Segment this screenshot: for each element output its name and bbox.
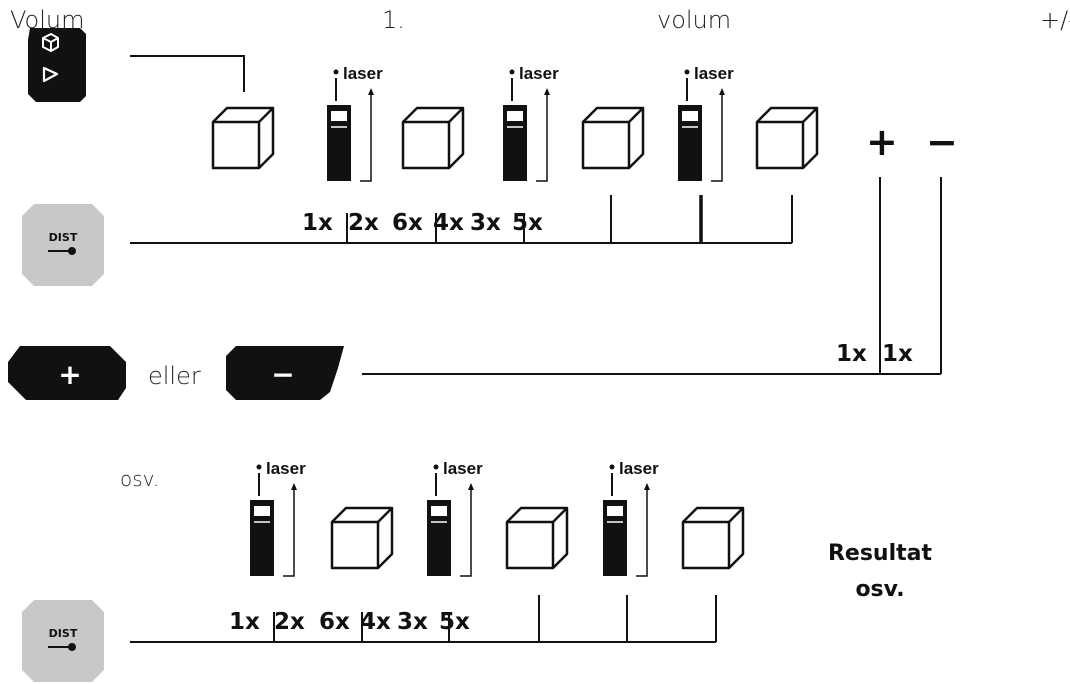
press-count: 4x	[360, 609, 391, 635]
minus-sign: −	[926, 120, 958, 164]
laser-device-icon	[426, 463, 475, 577]
cube-icon	[581, 106, 645, 170]
cube-icon	[505, 506, 569, 570]
result-label: Resultat	[828, 541, 933, 566]
laser-label: laser	[343, 64, 383, 83]
press-count: 6x	[319, 609, 350, 635]
dist-key-icon: DIST	[22, 600, 104, 682]
press-count: 4x	[433, 210, 464, 236]
laser-label: laser	[266, 459, 306, 478]
laser-device-icon	[326, 68, 375, 182]
cube-icon	[330, 506, 394, 570]
svg-text:DIST: DIST	[49, 627, 78, 640]
connector-line	[130, 55, 245, 92]
header-volum-2: volum	[657, 6, 732, 34]
press-count: 3x	[397, 609, 428, 635]
press-count: 5x	[512, 210, 543, 236]
cube-icon	[401, 106, 465, 170]
press-count: 5x	[439, 609, 470, 635]
press-count: 1x	[882, 341, 913, 367]
press-count: 2x	[348, 210, 379, 236]
laser-device-icon	[249, 463, 298, 577]
press-count: 1x	[302, 210, 333, 236]
press-count: 1x	[836, 341, 867, 367]
laser-label: laser	[443, 459, 483, 478]
svg-text:−: −	[271, 358, 294, 391]
cube-icon	[681, 506, 745, 570]
plus-key-icon: +	[8, 346, 126, 400]
header-step-1: 1.	[382, 6, 405, 34]
cube-icon	[211, 106, 275, 170]
timeline-row3	[130, 595, 717, 643]
cube-icon	[755, 106, 819, 170]
result-etc-label: osv.	[855, 577, 904, 602]
press-count: 1x	[229, 609, 260, 635]
minus-key-icon: −	[226, 346, 344, 400]
dist-key-icon: DIST	[22, 204, 104, 286]
volume-mode-icon	[28, 28, 86, 102]
press-count: 6x	[392, 210, 423, 236]
laser-label: laser	[694, 64, 734, 83]
laser-device-icon	[502, 68, 551, 182]
header-plus-minus: +/-	[1040, 6, 1070, 34]
svg-text:+: +	[58, 358, 81, 391]
laser-label: laser	[619, 459, 659, 478]
plus-sign: +	[866, 120, 898, 164]
press-count: 2x	[274, 609, 305, 635]
or-text: eller	[148, 362, 201, 390]
laser-device-icon	[602, 463, 651, 577]
timeline-row1	[130, 195, 793, 244]
etc-label: osv.	[120, 467, 159, 491]
laser-device-icon	[677, 68, 726, 182]
press-count: 3x	[470, 210, 501, 236]
laser-label: laser	[519, 64, 559, 83]
svg-text:DIST: DIST	[49, 231, 78, 244]
